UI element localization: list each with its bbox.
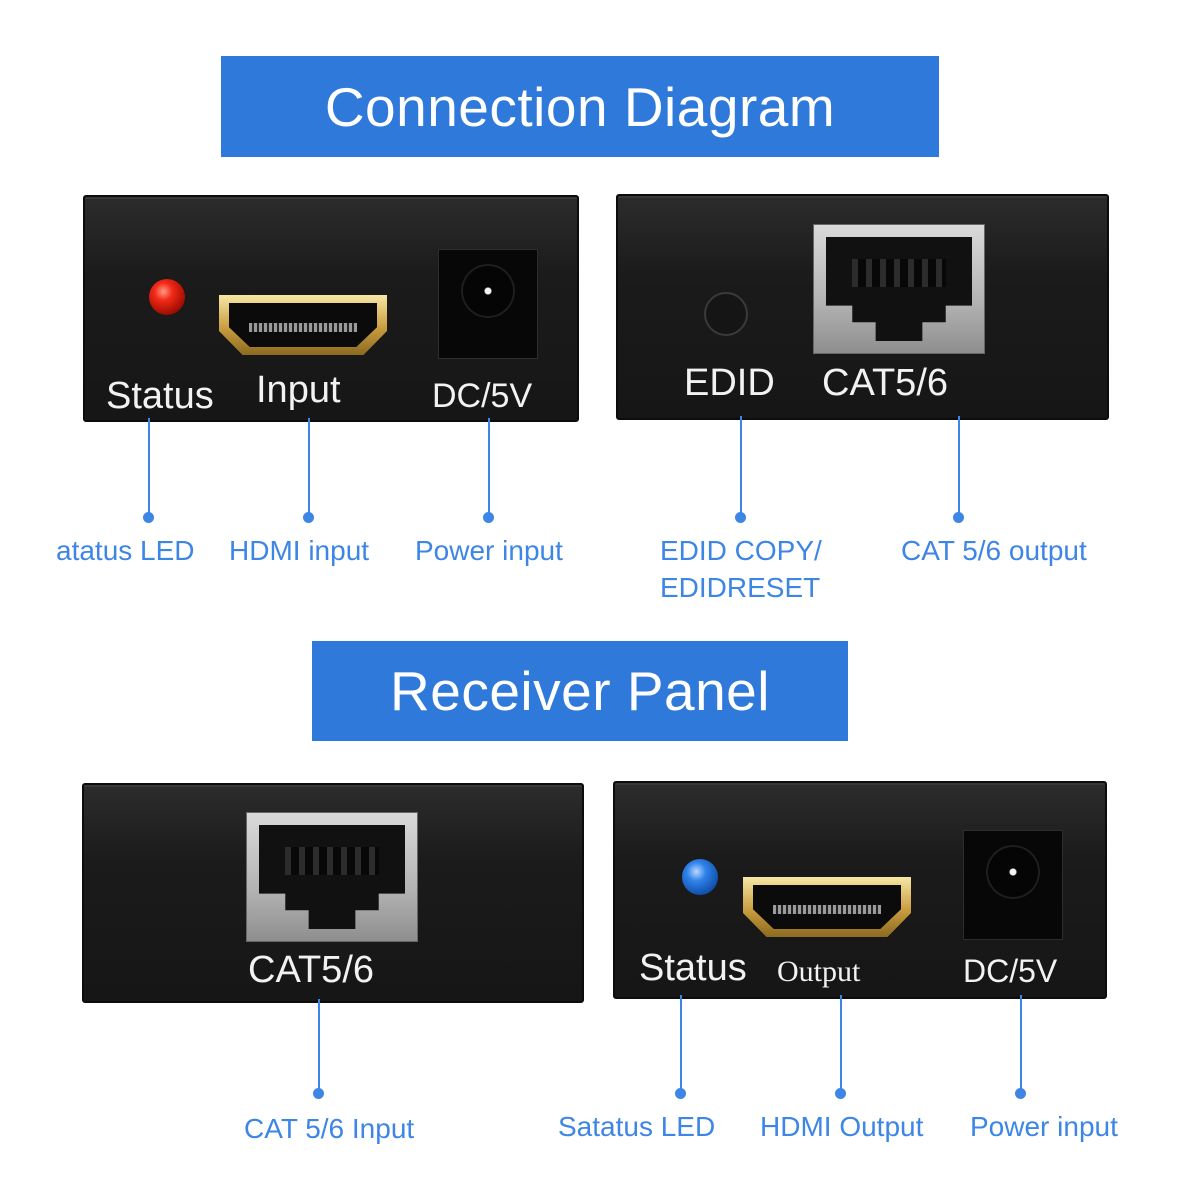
status-callout-line (680, 995, 682, 1091)
status-callout-dot (675, 1088, 686, 1099)
output-label: Output (777, 955, 861, 988)
hdmi-port-icon (219, 295, 387, 355)
edid-callout-dot (735, 512, 746, 523)
rj45-port-icon (246, 812, 418, 942)
cat-label: CAT5/6 (248, 949, 375, 991)
edid-reset-caption: EDIDRESET (660, 572, 821, 603)
receiver-front-panel: CAT5/6 (82, 783, 584, 1003)
status-callout-dot (143, 512, 154, 523)
transmitter-front-panel: Status Input DC/5V (83, 195, 579, 422)
dc-jack-icon (438, 249, 538, 359)
power-input-callout-dot (483, 512, 494, 523)
power-input-caption: Power input (970, 1111, 1118, 1142)
hdmi-input-callout-line (308, 418, 310, 518)
hdmi-output-callout-line (840, 995, 842, 1091)
edid-label: EDID (684, 362, 775, 404)
status-label: Status (639, 947, 747, 989)
cat-output-callout-dot (953, 512, 964, 523)
input-label: Input (256, 369, 341, 411)
cat-output-caption: CAT 5/6 output (901, 535, 1087, 566)
status-callout-line (148, 418, 150, 518)
hdmi-output-callout-dot (835, 1088, 846, 1099)
status-label: Status (106, 375, 214, 417)
power-input-callout-dot (1015, 1088, 1026, 1099)
cat-label: CAT5/6 (822, 362, 949, 404)
hdmi-input-caption: HDMI input (229, 535, 370, 566)
cat-input-callout-line (318, 999, 320, 1091)
dc-label: DC/5V (963, 953, 1058, 989)
power-input-callout-line (1020, 995, 1022, 1091)
connection-diagram-banner: Connection Diagram (221, 56, 939, 157)
cat-input-caption: CAT 5/6 Input (244, 1113, 415, 1144)
status-led-icon (682, 859, 718, 895)
dc-label: DC/5V (432, 377, 533, 415)
receiver-panel-banner: Receiver Panel (312, 641, 848, 741)
dc-jack-icon (963, 830, 1063, 940)
cat-input-callout-dot (313, 1088, 324, 1099)
power-input-callout-line (488, 418, 490, 518)
connection-diagram-title: Connection Diagram (324, 75, 836, 138)
hdmi-input-callout-dot (303, 512, 314, 523)
rj45-port-icon (813, 224, 985, 354)
status-led-caption: Satatus LED (558, 1111, 716, 1142)
status-led-caption: atatus LED (56, 535, 195, 566)
cat-output-callout-line (958, 416, 960, 516)
receiver-panel-title: Receiver Panel (390, 660, 770, 722)
hdmi-port-icon (743, 877, 911, 937)
receiver-back-panel: Status Output DC/5V (613, 781, 1107, 999)
edid-button-icon (704, 292, 748, 336)
power-input-caption: Power input (415, 535, 563, 566)
hdmi-output-caption: HDMI Output (760, 1111, 924, 1142)
status-led-icon (149, 279, 185, 315)
transmitter-back-panel: EDID CAT5/6 (616, 194, 1109, 420)
edid-copy-caption: EDID COPY/ (660, 535, 822, 566)
edid-callout-line (740, 416, 742, 516)
